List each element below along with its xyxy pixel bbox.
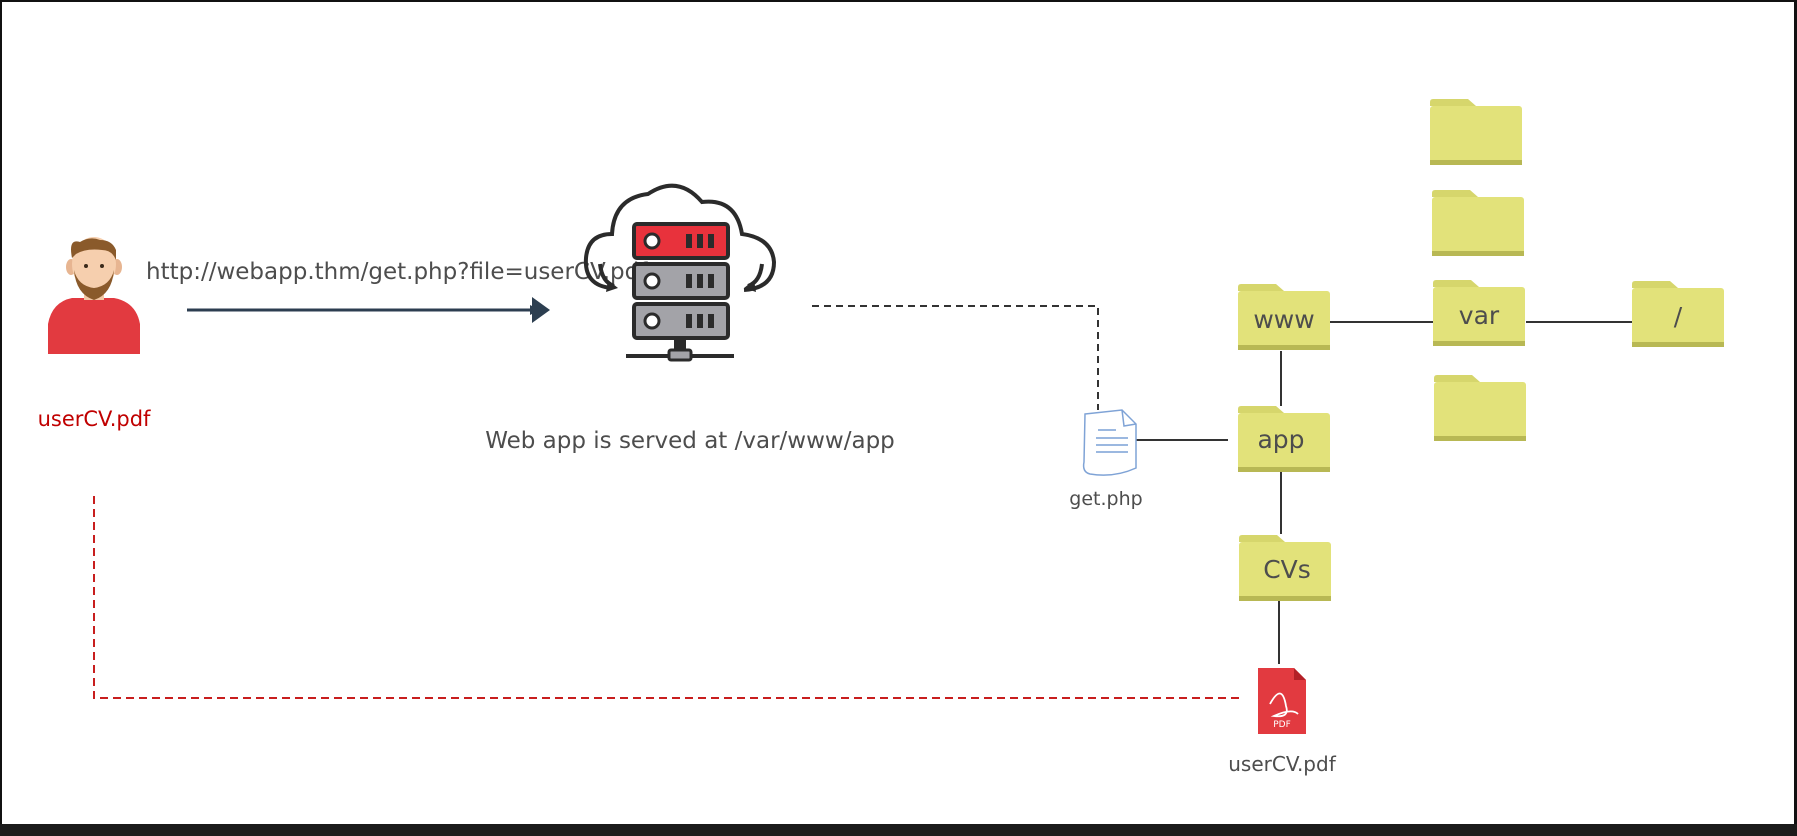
php-document-icon[interactable] bbox=[1082, 409, 1137, 476]
pdf-file-label: userCV.pdf bbox=[1228, 752, 1336, 776]
filesystem-tree-lines bbox=[1134, 321, 1632, 664]
folder-www[interactable]: www bbox=[1238, 284, 1330, 350]
folder-cvs-label: CVs bbox=[1263, 555, 1311, 584]
request-url: http://webapp.thm/get.php?file=userCV.pd… bbox=[146, 259, 648, 285]
folder-var[interactable]: var bbox=[1433, 280, 1525, 346]
folder-app[interactable]: app bbox=[1238, 406, 1330, 472]
folder-www-label: www bbox=[1253, 305, 1314, 334]
response-return-path bbox=[93, 496, 1244, 699]
folder-app-label: app bbox=[1257, 425, 1304, 454]
php-file-label: get.php bbox=[1069, 488, 1142, 510]
pdf-file-icon[interactable]: PDF bbox=[1258, 668, 1306, 734]
folder-root[interactable]: / bbox=[1632, 281, 1724, 347]
user-avatar-icon bbox=[48, 237, 140, 354]
folder-icon bbox=[1434, 375, 1526, 441]
folder-icon bbox=[1432, 190, 1524, 256]
pdf-badge: PDF bbox=[1273, 720, 1291, 730]
folder-icon bbox=[1430, 99, 1522, 165]
cloud-server-icon bbox=[583, 183, 777, 362]
bottom-edge-strip bbox=[0, 824, 1797, 836]
folder-var-label: var bbox=[1459, 301, 1500, 330]
request-arrowhead bbox=[532, 297, 550, 323]
folder-root-label: / bbox=[1674, 302, 1683, 331]
server-to-php-connector bbox=[812, 305, 1099, 410]
server-caption: Web app is served at /var/www/app bbox=[485, 428, 895, 454]
folder-cvs[interactable]: CVs bbox=[1239, 535, 1331, 601]
user-file-label: userCV.pdf bbox=[38, 407, 151, 431]
